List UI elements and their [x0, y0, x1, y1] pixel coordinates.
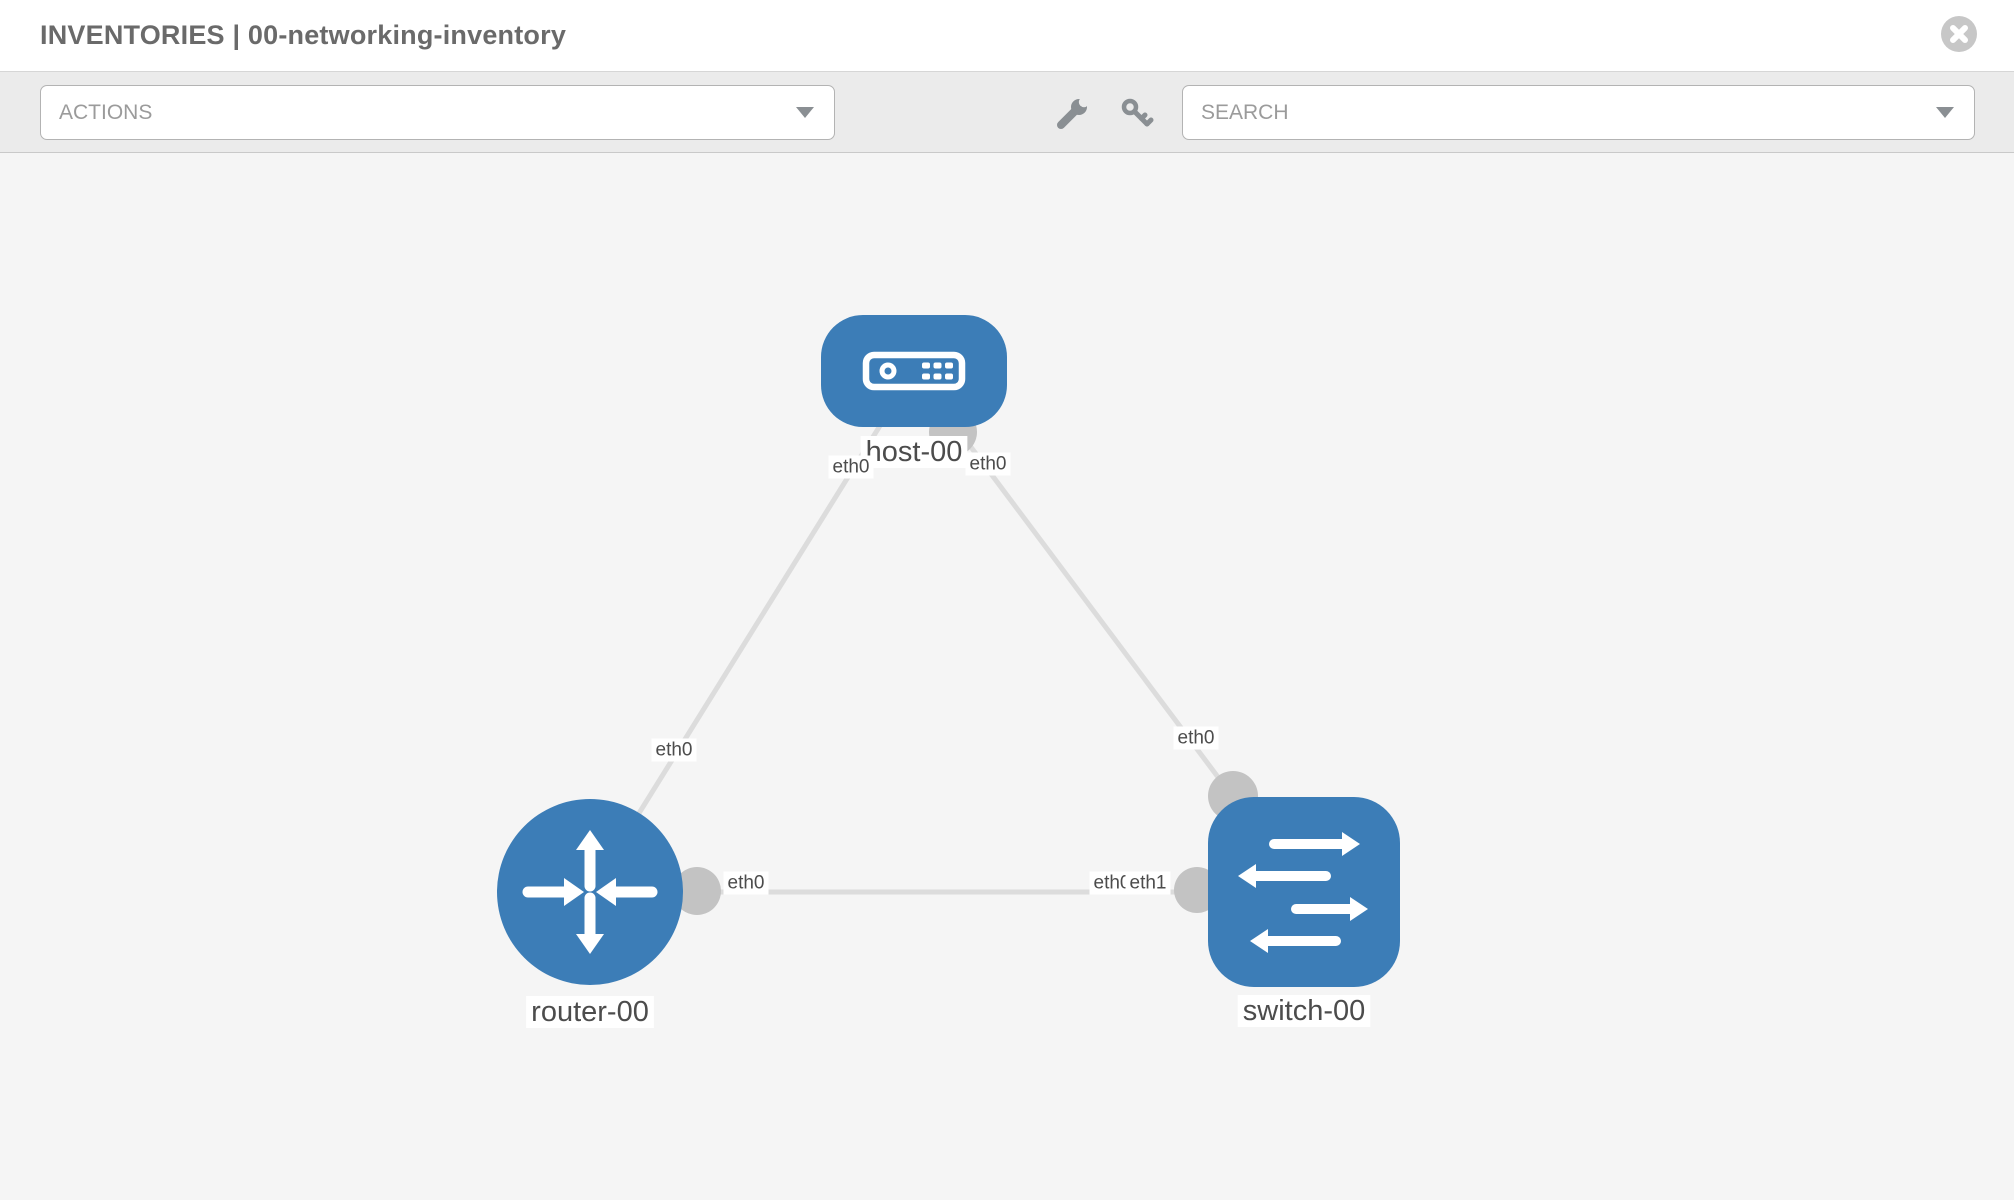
node-label-bg: [860, 436, 968, 468]
interface-label: eth0: [656, 740, 693, 761]
interface-label-bg: [1089, 871, 1135, 895]
node-label: host-00: [866, 436, 963, 468]
interface-label: eth0: [1178, 728, 1215, 749]
node-label: router-00: [531, 996, 649, 1028]
chevron-down-icon: [796, 107, 814, 118]
chevron-down-icon: [1936, 107, 1954, 118]
actions-dropdown-label: ACTIONS: [59, 100, 153, 124]
node-host-00[interactable]: [821, 315, 1007, 427]
close-button[interactable]: [1941, 16, 1977, 52]
close-icon: [1950, 25, 1968, 43]
host-icon: [862, 351, 966, 391]
router-icon: [522, 830, 658, 954]
node-label: switch-00: [1243, 995, 1366, 1027]
page-header: INVENTORIES | 00-networking-inventory: [0, 0, 2014, 71]
interface-label-bg: [723, 871, 769, 895]
interface-label-bg: [1125, 871, 1171, 895]
actions-dropdown[interactable]: ACTIONS: [40, 85, 835, 140]
search-dropdown[interactable]: SEARCH: [1182, 85, 1975, 140]
interface-label-bg: [965, 452, 1011, 476]
page-title: INVENTORIES | 00-networking-inventory: [40, 20, 567, 50]
interface-label: eth0: [1094, 873, 1131, 894]
node-label-bg: [1237, 995, 1371, 1027]
interface-label: eth0: [833, 457, 870, 478]
configure-button[interactable]: [1055, 96, 1090, 131]
switch-icon: [1238, 832, 1368, 953]
interface-connector: [673, 867, 721, 915]
credentials-button[interactable]: [1120, 97, 1154, 131]
interface-label-bg: [651, 738, 697, 762]
interface-label: eth0: [970, 454, 1007, 475]
interface-label-bg: [828, 455, 874, 479]
search-dropdown-label: SEARCH: [1201, 100, 1289, 124]
node-switch-00[interactable]: [1208, 797, 1400, 987]
node-label-bg: [526, 996, 654, 1028]
node-router-00[interactable]: [497, 799, 683, 985]
interface-label-bg: [1173, 726, 1219, 750]
interface-label: eth0: [728, 873, 765, 894]
interface-label: eth1: [1130, 873, 1167, 894]
key-icon: [1121, 98, 1154, 127]
wrench-icon: [1057, 96, 1090, 129]
toolbar: ACTIONS SEARCH: [0, 71, 2014, 153]
